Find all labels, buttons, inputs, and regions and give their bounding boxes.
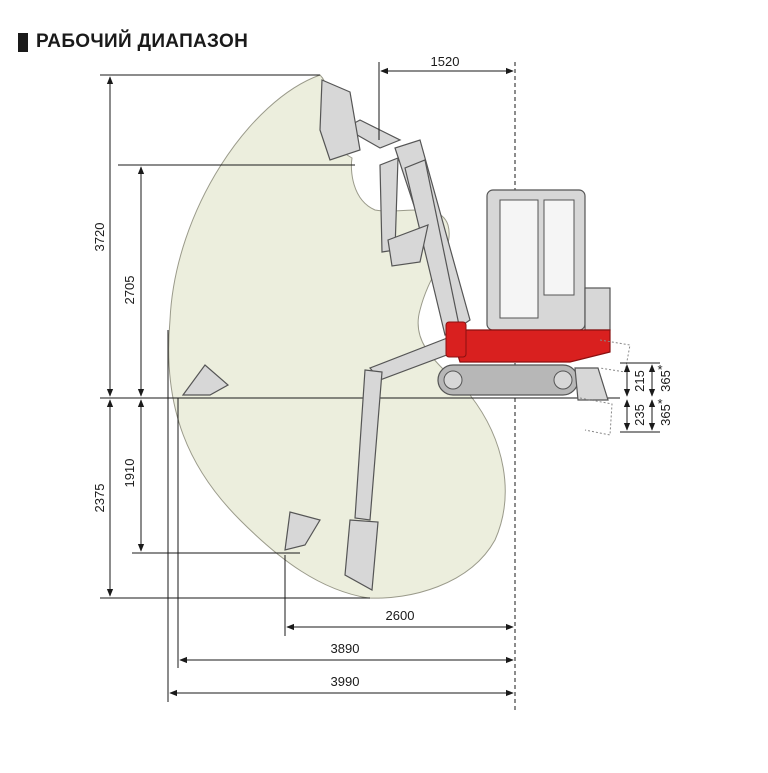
- label-ground-reach: 3890: [331, 641, 360, 656]
- excavator: [437, 189, 611, 401]
- label-blade-up: 215: [632, 370, 647, 392]
- arm-pose-low: [344, 334, 461, 591]
- label-dump-height: 2705: [122, 276, 137, 305]
- excavator-blade: [574, 367, 609, 401]
- title-bullet: [18, 32, 28, 52]
- label-blade-down: 235: [632, 404, 647, 426]
- blade-ghost-outlines: [579, 339, 631, 436]
- page-title: РАБОЧИЙ ДИАПАЗОН: [36, 31, 249, 52]
- arm-pose-bucket-deep: [284, 511, 321, 551]
- label-min-radius: 2600: [386, 608, 415, 623]
- excavator-upper-frame: [449, 329, 611, 363]
- label-alt-marker-up: *: [657, 362, 662, 377]
- label-max-height: 3720: [92, 223, 107, 252]
- excavator-engine-cover: [584, 287, 611, 331]
- working-envelope: [168, 74, 506, 599]
- label-max-reach: 3990: [331, 674, 360, 689]
- label-vertical-wall: 1910: [122, 459, 137, 488]
- label-front-offset: 1520: [431, 54, 460, 69]
- label-blade-down-alt: 365: [658, 404, 673, 426]
- arm-pose-mid: [379, 157, 461, 336]
- label-dig-depth: 2375: [92, 484, 107, 513]
- extension-lines: [100, 62, 660, 702]
- title-block: РАБОЧИЙ ДИАПАЗОН: [18, 30, 248, 54]
- label-blade-up-alt: 365: [658, 370, 673, 392]
- label-alt-marker-down: *: [657, 396, 662, 411]
- arm-pose-bucket-ground: [181, 364, 230, 396]
